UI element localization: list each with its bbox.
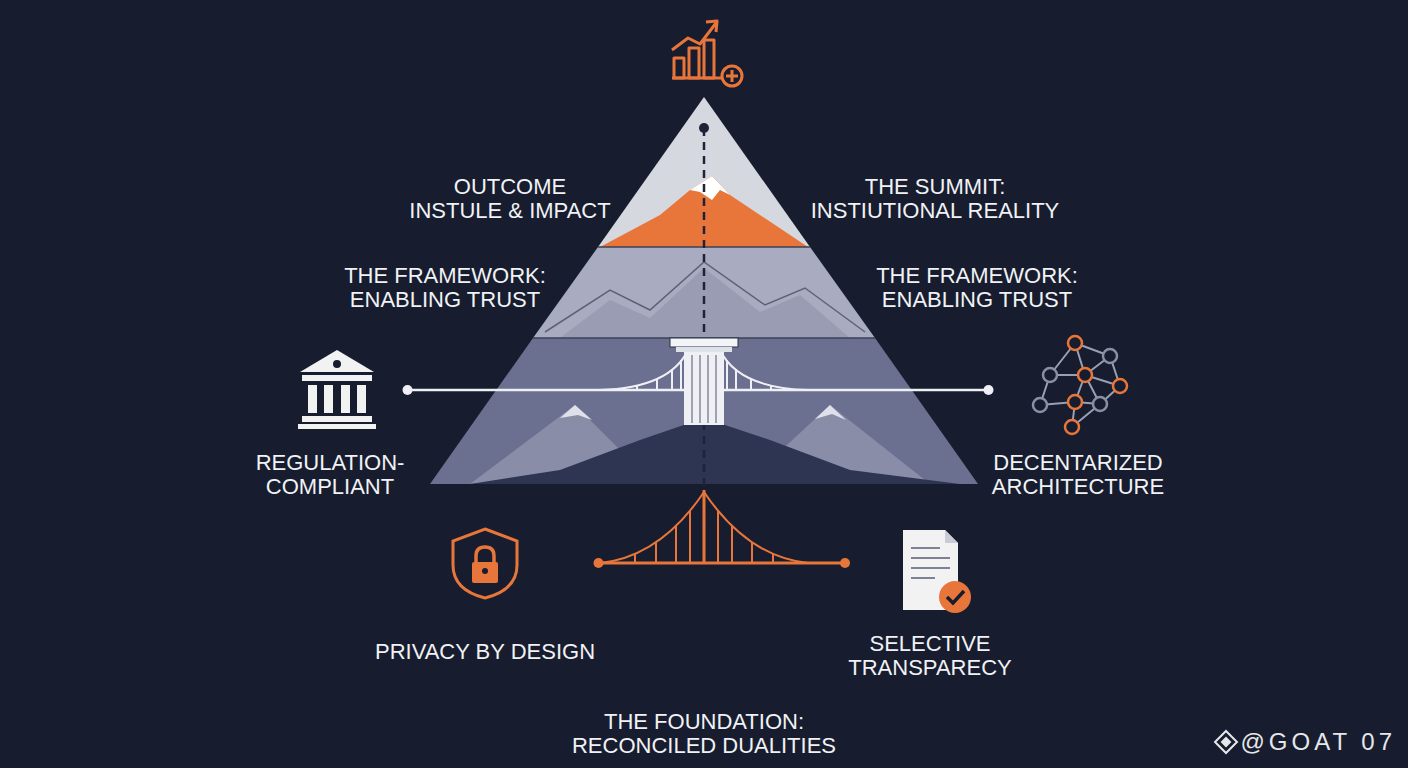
regulation-node: REGULATION- COMPLIANT — [253, 345, 408, 499]
plus-sign — [726, 70, 738, 82]
privacy-node: PRIVACY BY DESIGN — [372, 527, 599, 664]
watermark: @GOAT 07 — [1240, 728, 1396, 756]
axis-dot — [699, 123, 709, 133]
chart-bar — [674, 58, 684, 78]
bank-pediment — [300, 350, 374, 372]
foundation-label: THE FOUNDATION: RECONCILED DUALITIES — [569, 710, 840, 758]
bank-step — [298, 424, 376, 429]
bank-column — [357, 385, 366, 413]
bank-beam — [302, 375, 372, 381]
logo-center — [1222, 738, 1230, 746]
pillar-capital — [670, 338, 738, 347]
network-node — [1113, 379, 1127, 393]
snowcap — [560, 405, 592, 420]
base-mountain — [470, 418, 960, 484]
document-lines — [911, 548, 950, 578]
axis-line — [703, 128, 706, 528]
bridge-cable — [704, 492, 808, 563]
pillar-capital — [676, 347, 732, 352]
check-badge — [939, 581, 971, 613]
chart-bar — [689, 48, 699, 78]
node-label: REGULATION- COMPLIANT — [253, 451, 408, 499]
network-node — [1065, 420, 1079, 434]
tier-label: THE FRAMEWORK: ENABLING TRUST — [341, 264, 549, 312]
bank-step — [302, 416, 372, 422]
pillar-flutes — [692, 355, 716, 423]
network-node — [1068, 336, 1082, 350]
watermark-logo — [1215, 731, 1237, 753]
connector-end-dot — [840, 558, 850, 568]
network-node — [1043, 368, 1057, 382]
chart-bar — [704, 40, 714, 78]
bank-emblem — [333, 360, 341, 368]
bank-column — [324, 385, 333, 413]
snowcap — [815, 405, 846, 420]
tier-label: THE SUMMIT: INSTIUTIONAL REALITY — [807, 175, 1063, 223]
lower-bridge — [600, 490, 808, 563]
lock-keyhole — [482, 568, 488, 574]
bridge-cable — [600, 350, 688, 390]
shield-lock-icon — [453, 529, 517, 598]
chart-trend — [672, 23, 716, 50]
document-check-icon — [903, 530, 971, 613]
network-node — [1093, 397, 1107, 411]
lock-body — [472, 562, 498, 583]
lock-shackle — [476, 547, 494, 563]
network-node — [1068, 395, 1082, 409]
bridge-cable — [720, 350, 808, 390]
tier-label: THE FRAMEWORK: ENABLING TRUST — [873, 264, 1081, 312]
shield-outline — [453, 529, 517, 598]
bridge-cable — [600, 492, 704, 563]
node-label: DECENTARIZED ARCHITECTURE — [989, 451, 1168, 499]
node-label: PRIVACY BY DESIGN — [372, 640, 599, 664]
node-label: SELECTIVE TRANSPARECY — [845, 632, 1015, 680]
bank-icon — [298, 350, 376, 429]
check-mark — [947, 591, 964, 603]
connector-end-dot — [594, 558, 604, 568]
bridge-tower — [703, 490, 706, 563]
network-links — [1040, 343, 1120, 427]
document-fold — [945, 530, 958, 543]
network-node — [1103, 349, 1117, 363]
growth-chart-icon — [672, 21, 742, 86]
logo-diamond — [1215, 731, 1237, 753]
bank-column — [341, 385, 350, 413]
connector-end-dot — [403, 385, 413, 395]
foundation-band — [430, 338, 978, 484]
bridge-hangers — [635, 511, 773, 563]
connector-end-dot — [984, 385, 994, 395]
architecture-node: DECENTARIZED ARCHITECTURE — [989, 333, 1168, 499]
network-icon — [1033, 336, 1127, 434]
chart-arrowhead — [706, 21, 717, 32]
network-node — [1078, 368, 1092, 382]
bank-column — [308, 385, 317, 413]
connector-group — [594, 558, 851, 568]
snowcap — [690, 176, 730, 200]
pillar-shaft — [684, 352, 724, 425]
transparency-node: SELECTIVE TRANSPARECY — [845, 527, 1015, 680]
plus-badge — [722, 66, 742, 86]
bridge-connector — [599, 562, 846, 565]
tier-label: OUTCOME INSTULE & IMPACT — [406, 175, 614, 223]
network-node — [1033, 398, 1047, 412]
